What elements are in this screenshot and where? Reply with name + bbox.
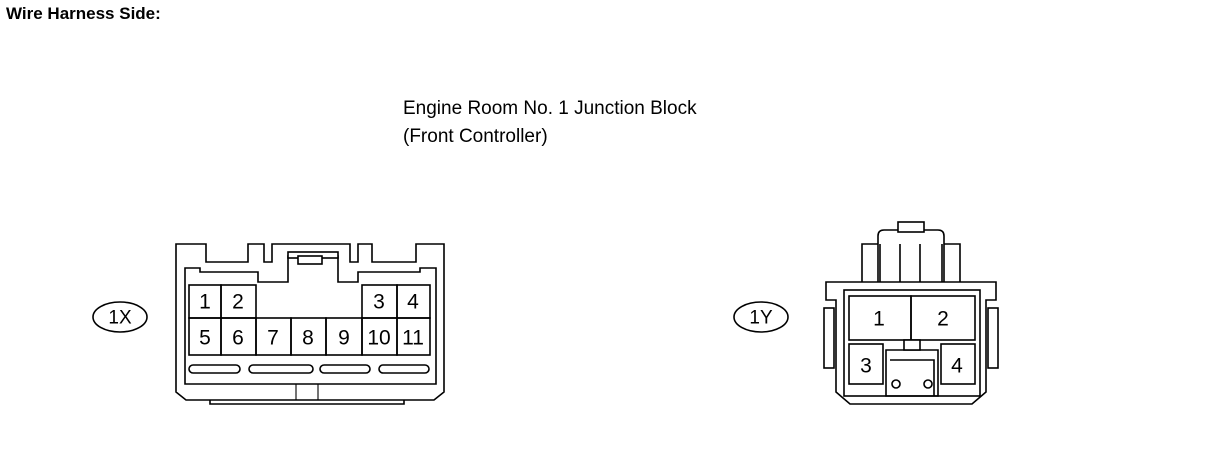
pin-label: 9 [338,327,350,350]
connector-1x-slot [248,364,314,374]
connector-1y-label-oval [733,301,789,333]
pin-label: 3 [373,291,385,314]
connector-1y-side-rail-left [823,307,835,369]
pin-label: 10 [367,327,390,350]
pin-label: 7 [267,327,279,350]
pin-label: 3 [860,355,872,378]
pin-label: 8 [302,327,314,350]
connector-1y-top-tab [897,221,925,233]
connector-1x-housing [175,243,445,401]
caption-line-2: (Front Controller) [403,126,548,147]
connector-1x-bottom-lip [209,400,405,405]
section-heading: Wire Harness Side: [6,4,161,23]
pin-label: 1 [199,291,211,314]
connector-1y-housing [825,281,997,405]
pin-label: 6 [232,327,244,350]
connector-1x-label-oval [92,301,148,333]
connector-1x-slot [188,364,241,374]
pin-label: 11 [402,327,424,350]
pin-label: 1 [873,308,885,331]
connector-1x-label: 1X [108,308,132,329]
pin-label: 4 [951,355,963,378]
connector-1y: 1Y 1 2 3 4 [733,221,999,405]
connector-1y-latch-towers [861,229,961,282]
caption-line-1: Engine Room No. 1 Junction Block [403,98,697,119]
connector-1x-slot [319,364,371,374]
connector-1y-label: 1Y [749,308,773,329]
connector-1x: 1X 1 2 3 4 5 6 7 8 9 10 11 [92,243,445,405]
connector-1x-latch-tab [297,255,323,265]
connector-1x-slot [378,364,430,374]
connector-1y-center-lock [885,349,939,397]
connector-1y-side-rail-right [987,307,999,369]
pin-label: 4 [407,291,419,314]
pin-label: 2 [937,308,949,331]
component-caption: Engine Room No. 1 Junction Block (Front … [403,95,697,151]
pin-label: 5 [199,327,211,350]
connector-1x-inner-body [184,255,437,385]
pin-label: 2 [232,291,244,314]
